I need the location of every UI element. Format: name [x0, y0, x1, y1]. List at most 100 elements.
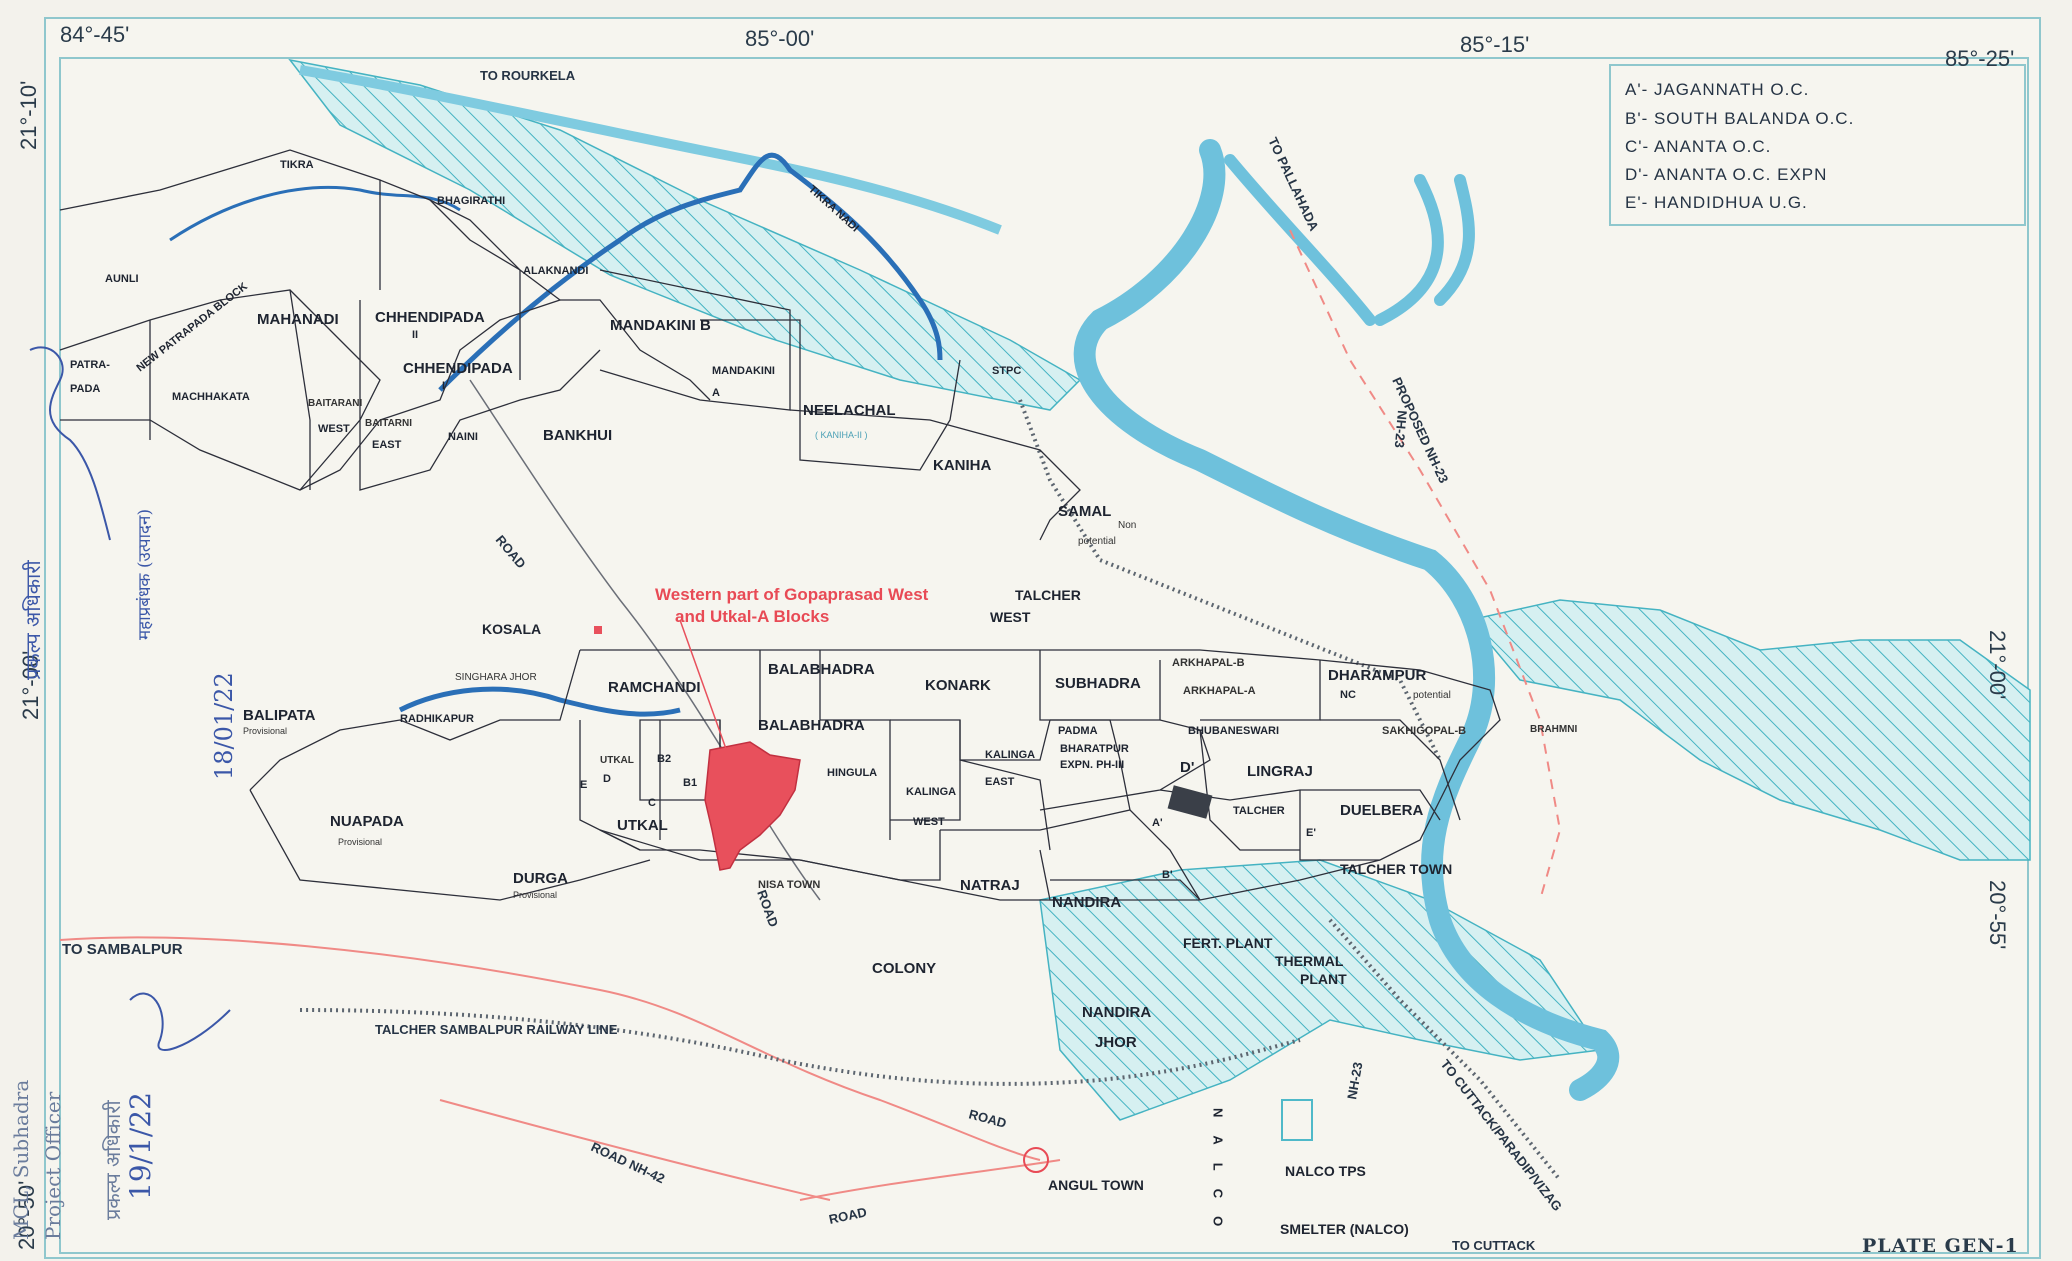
coord-top-4: 85°-25' [1945, 46, 2014, 71]
label-naini: NAINI [448, 431, 478, 443]
label-kalinga-east-2: EAST [985, 776, 1015, 788]
pointer-line [679, 619, 731, 761]
highlight-label-1: Western part of Gopaprasad West [655, 585, 929, 604]
highlight-block-gopaprasad-utkal-a [704, 741, 801, 871]
label-chhendipada-i: CHHENDIPADA [403, 360, 513, 377]
label-tikra: TIKRA [280, 159, 314, 171]
legend-item-e: E'- HANDIDHUA U.G. [1625, 193, 1808, 212]
label-to-sambalpur: TO SAMBALPUR [62, 941, 183, 958]
label-fert-plant: FERT. PLANT [1183, 935, 1273, 951]
label-d-prime: D' [1180, 759, 1194, 776]
highlight-label-2: and Utkal-A Blocks [675, 607, 829, 626]
coord-right-2: 20°-55' [1985, 880, 2010, 949]
label-smelter: SMELTER (NALCO) [1280, 1221, 1409, 1237]
label-talcher-town: TALCHER TOWN [1340, 861, 1452, 877]
river-west [169, 186, 461, 242]
railway-north [1018, 399, 1442, 761]
legend-box [1609, 64, 2026, 226]
label-brahmni: BRAHMNI [1530, 724, 1577, 735]
label-mandakini-a-sub: A [712, 387, 720, 399]
label-railway: TALCHER SAMBALPUR RAILWAY LINE [375, 1022, 618, 1037]
block-boundaries [59, 149, 1501, 901]
label-b1: B1 [683, 777, 697, 789]
label-chhendipada-i-num: I [442, 380, 445, 392]
stamp-project-officer: Project Officer [41, 1091, 65, 1240]
label-kalinga-east: KALINGA [985, 749, 1035, 761]
label-balabhadra-2: BALABHADRA [758, 717, 865, 734]
label-kaniha: KANIHA [933, 457, 991, 474]
label-nandira-jhor: NANDIRA [1082, 1004, 1151, 1021]
coord-top-1: 84°-45' [60, 22, 129, 47]
label-sakhigopal: SAKHIGOPAL-B [1382, 725, 1466, 737]
coord-left-1: 21°-10' [16, 81, 41, 150]
label-lingraj: LINGRAJ [1247, 763, 1313, 780]
label-durga: DURGA [513, 870, 568, 887]
label-mandakini-b: MANDAKINI B [610, 317, 711, 334]
label-neelachal: NEELACHAL [803, 402, 896, 419]
brahmani-river [1073, 139, 1620, 1101]
label-padma: PADMA [1058, 725, 1098, 737]
label-stpc: STPC [992, 365, 1021, 377]
singhara-jhor [398, 686, 681, 717]
label-to-rourkela: TO ROURKELA [480, 68, 576, 83]
railway-cuttack [1328, 918, 1562, 1182]
label-bankhui: BANKHUI [543, 427, 612, 444]
label-chhendipada-ii: CHHENDIPADA [375, 309, 485, 326]
label-baitarni-east: BAITARNI [365, 418, 412, 429]
label-utkal-e: UTKAL [600, 755, 634, 766]
label-radhikapur: RADHIKAPUR [400, 713, 474, 725]
brahmani-tributary-north [1224, 154, 1475, 326]
label-nalco-vertical: NALCO [1211, 1108, 1226, 1244]
label-mahanadi: MAHANADI [257, 311, 339, 328]
label-talcher-west: TALCHER [1015, 587, 1081, 603]
label-patrapada: PATRA- [70, 359, 110, 371]
label-patrapada-2: PADA [70, 383, 100, 395]
label-ramchandi: RAMCHANDI [608, 679, 701, 696]
label-samal: SAMAL [1058, 503, 1111, 520]
label-utkal: UTKAL [617, 817, 668, 834]
label-talcher: TALCHER [1233, 805, 1285, 817]
marker-angul [1023, 1147, 1049, 1173]
label-nandira-jhor-2: JHOR [1095, 1034, 1137, 1051]
legend-item-d: D'- ANANTA O.C. EXPN [1625, 165, 1827, 184]
coord-top-2: 85°-00' [745, 26, 814, 51]
tikra-nadi [438, 152, 943, 392]
legend: A'- JAGANNATH O.C. B'- SOUTH BALANDA O.C… [1625, 80, 1854, 212]
label-kalinga-west-2: WEST [913, 816, 945, 828]
label-samal-sub: Non [1118, 520, 1136, 531]
road-west-east [59, 936, 1041, 1161]
legend-item-b: B'- SOUTH BALANDA O.C. [1625, 109, 1854, 128]
marker-nalco [1281, 1099, 1313, 1141]
plate-label: PLATE GEN-1 [1862, 1235, 2019, 1257]
label-e-prime: E' [1306, 827, 1316, 839]
label-arkhapal-a: ARKHAPAL-A [1183, 685, 1256, 697]
label-b-prime: B' [1162, 869, 1173, 881]
label-hingula: HINGULA [827, 767, 877, 779]
label-baitarni-east-2: EAST [372, 439, 402, 451]
stamp-gm-production: महाप्रबंधक (उत्पादन) [135, 509, 155, 640]
label-kalinga-west: KALINGA [906, 786, 956, 798]
coord-left-3: 20°-50' [14, 1181, 39, 1250]
label-thermal-2: PLANT [1300, 971, 1347, 987]
label-arkhapal-b: ARKHAPAL-B [1172, 657, 1245, 669]
label-to-cuttack: TO CUTTACK [1452, 1238, 1536, 1253]
label-bhubaneswari: BHUBANESWARI [1188, 725, 1279, 737]
label-a-prime: A' [1152, 817, 1163, 829]
label-baitarani-west-2: WEST [318, 423, 350, 435]
label-aunli: AUNLI [105, 273, 139, 285]
signature [29, 346, 111, 541]
label-baitarani-west: BAITARANI [308, 398, 362, 409]
label-mandakini-a: MANDAKINI [712, 365, 775, 377]
stamps: प्रकल्प अधिकारी महाप्रबंधक (उत्पादन) 18/… [9, 346, 238, 1240]
label-chhendipada-ii-num: II [412, 329, 418, 341]
label-alaknandi: ALAKNANDI [523, 265, 588, 277]
label-thermal: THERMAL [1275, 953, 1344, 969]
hatch-area-east [1468, 599, 2031, 861]
block-labels: TIKRA AUNLI BHAGIRATHI ALAKNANDI MAHANAD… [70, 159, 1577, 1244]
stamp-project-officer-hindi-2: प्रकल्प अधिकारी [101, 1099, 125, 1220]
hatch-area-north [288, 58, 1082, 411]
label-provisional-2: Provisional [338, 837, 382, 847]
label-nalco-tps: NALCO TPS [1285, 1163, 1366, 1179]
legend-item-c: C'- ANANTA O.C. [1625, 137, 1771, 156]
